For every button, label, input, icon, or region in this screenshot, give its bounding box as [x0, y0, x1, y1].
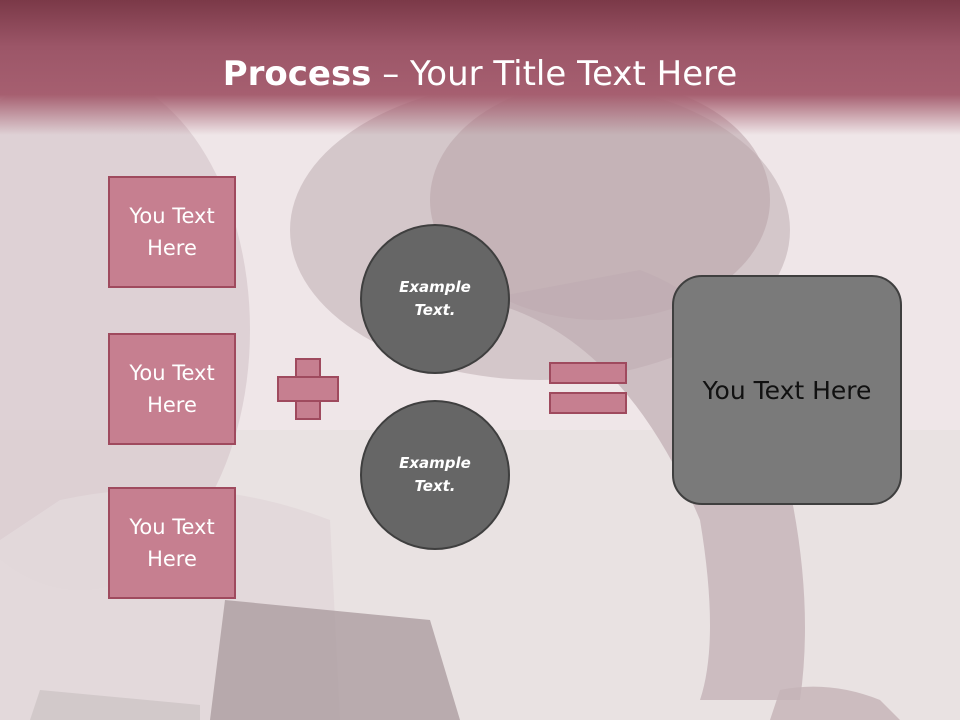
text-box-2-label: You Text Here: [129, 361, 215, 417]
text-box-1-label: You Text Here: [129, 204, 215, 260]
example-circle-2[interactable]: Example Text.: [360, 400, 510, 550]
equals-icon-top: [549, 362, 627, 384]
text-box-1[interactable]: You Text Here: [108, 176, 236, 288]
slide-title[interactable]: Process – Your Title Text Here: [0, 52, 960, 96]
result-box[interactable]: You Text Here: [672, 275, 902, 505]
example-circle-1-label: Example Text.: [399, 278, 471, 319]
text-box-3[interactable]: You Text Here: [108, 487, 236, 599]
result-label: You Text Here: [702, 375, 872, 405]
equals-icon-bottom: [549, 392, 627, 414]
example-circle-1[interactable]: Example Text.: [360, 224, 510, 374]
example-circle-2-label: Example Text.: [399, 454, 471, 495]
text-box-3-label: You Text Here: [129, 515, 215, 571]
title-rest: – Your Title Text Here: [371, 54, 738, 94]
text-box-2[interactable]: You Text Here: [108, 333, 236, 445]
title-bold: Process: [222, 54, 372, 94]
plus-icon: [297, 378, 319, 400]
header-band: [0, 0, 960, 135]
